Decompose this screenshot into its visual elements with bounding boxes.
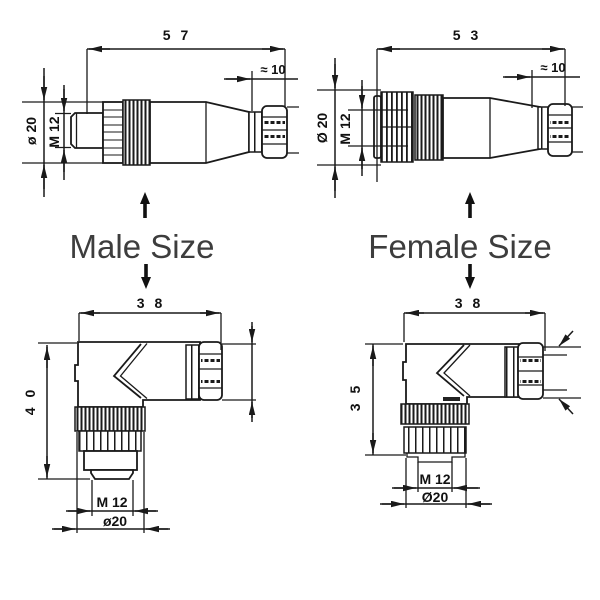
knurl: [400, 403, 470, 425]
female-neck-ring: [537, 106, 549, 150]
male-thread-tip: [70, 112, 104, 149]
male-size-label: Male Size: [70, 228, 215, 265]
diameter-dimension-label: Ø20: [422, 489, 449, 505]
male-neck-ring: [248, 111, 263, 153]
neck-ring: [185, 344, 200, 400]
male-right-angle-connector-drawing: 3 8 4 0 M 12 ø20: [22, 295, 256, 533]
female-size-caption: Female Size: [368, 192, 552, 289]
diameter-dimension-label: Ø 20: [314, 113, 330, 144]
male-size-caption: Male Size: [70, 192, 215, 289]
coupling-ribs: [78, 430, 142, 452]
neck-ring: [504, 346, 519, 398]
male-cable-gland: [261, 105, 288, 159]
male-straight-connector-drawing: 5 7 ≈ 10 ø 20 M 12: [22, 27, 299, 197]
down-arrow-icon: [465, 264, 475, 289]
diameter-dimension-label: ø20: [103, 513, 127, 529]
down-arrow-icon: [141, 264, 151, 289]
width-dimension-label: 3 8: [137, 295, 165, 311]
cable-gland: [198, 341, 223, 401]
height-dimension-label: 4 0: [22, 387, 38, 415]
elbow-housing: [74, 341, 201, 408]
thread-dimension-label: M 12: [46, 116, 62, 147]
thread-tip: [90, 469, 134, 480]
tail-dimension-label: ≈ 10: [260, 62, 285, 77]
height-dimension-label: 3 5: [347, 383, 363, 411]
female-cable-gland: [547, 103, 573, 157]
length-dimension-label: 5 3: [453, 27, 481, 43]
female-knurl: [414, 94, 444, 161]
housing-chevron-seam: [435, 344, 465, 397]
coupling-ribs: [403, 426, 467, 454]
up-arrow-icon: [140, 192, 150, 218]
male-body: [149, 101, 250, 164]
housing-chevron-seam: [112, 343, 142, 399]
female-right-angle-connector-drawing: 3 8 3 5 M 12 Ø20: [347, 295, 581, 508]
tail-dimension-label: ≈ 10: [540, 60, 565, 75]
socket-recess: [406, 453, 466, 463]
width-dimension-label: 3 8: [455, 295, 483, 311]
thread-body: [83, 450, 138, 471]
male-knurl: [122, 99, 151, 166]
up-arrow-icon: [465, 192, 475, 218]
thread-dimension-label: M 12: [96, 494, 127, 510]
diameter-dimension-label: ø 20: [23, 117, 39, 145]
female-body: [442, 97, 541, 159]
female-size-label: Female Size: [368, 228, 551, 265]
length-dimension-label: 5 7: [163, 27, 191, 43]
knurl: [74, 406, 146, 432]
thread-dimension-label: M 12: [337, 113, 353, 144]
thread-dimension-label: M 12: [419, 471, 450, 487]
female-straight-connector-drawing: 5 3 ≈ 10 Ø 20 M 12: [314, 27, 583, 198]
